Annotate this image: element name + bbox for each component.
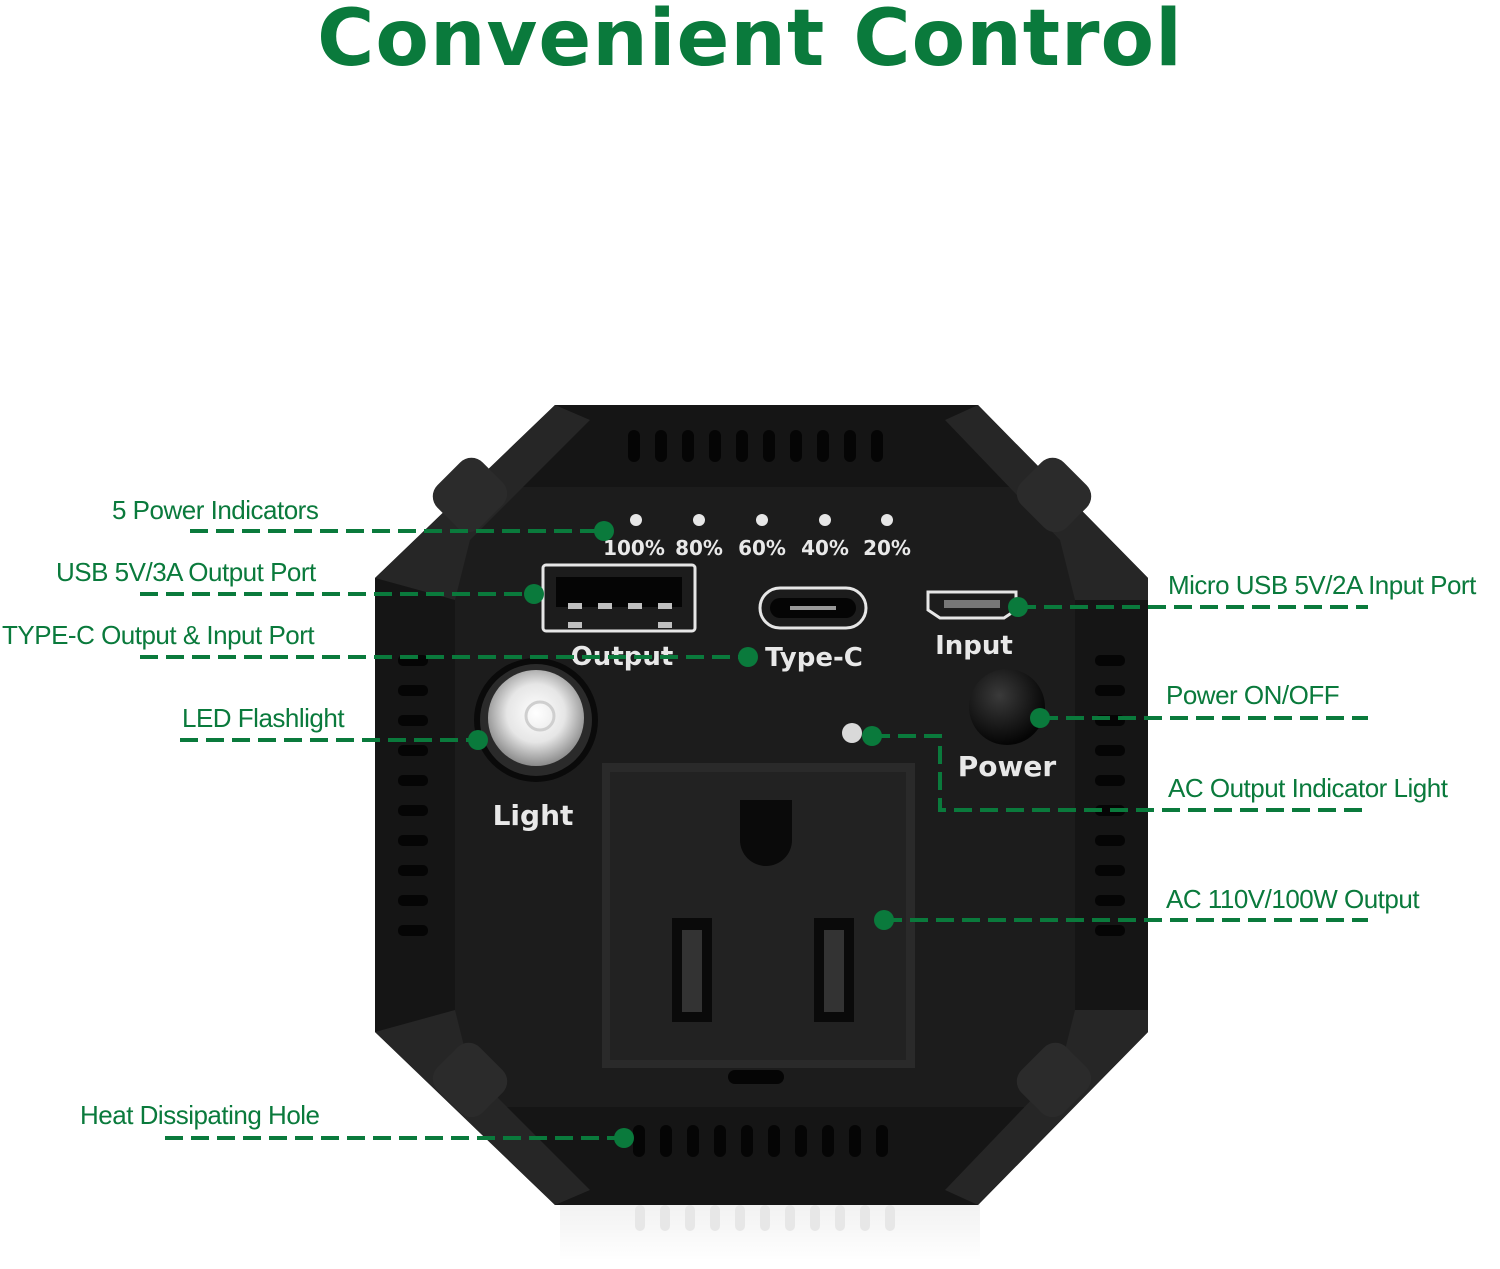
flashlight-lens: [474, 658, 598, 782]
bottom-vents: [633, 1125, 888, 1157]
callout-flashlight: LED Flashlight: [182, 703, 345, 733]
light-label: Light: [493, 799, 574, 832]
callout-dots: [468, 521, 1050, 1148]
indicator-60: 60%: [738, 536, 786, 560]
ac-outlet: [602, 763, 915, 1084]
typec-port-label: Type-C: [765, 643, 863, 673]
usb-a-port: [541, 563, 697, 633]
top-vents: [628, 430, 883, 462]
floor-reflection: [560, 1200, 980, 1260]
callout-power-indicators: 5 Power Indicators: [112, 495, 319, 525]
callout-power-switch: Power ON/OFF: [1166, 680, 1340, 710]
ac-indicator-led: [842, 723, 862, 743]
indicator-40: 40%: [801, 536, 849, 560]
indicator-20: 20%: [863, 536, 911, 560]
page-title: Convenient Control: [317, 0, 1183, 84]
indicator-80: 80%: [675, 536, 723, 560]
type-c-port: [758, 586, 868, 630]
right-side-vents: [1095, 655, 1125, 936]
power-label: Power: [958, 750, 1057, 783]
callout-micro-usb: Micro USB 5V/2A Input Port: [1168, 570, 1476, 600]
power-button: [969, 669, 1045, 745]
callout-heat-hole: Heat Dissipating Hole: [80, 1100, 320, 1130]
callout-usb-output: USB 5V/3A Output Port: [56, 557, 316, 587]
micro-usb-port: [926, 590, 1018, 620]
callout-ac-indicator: AC Output Indicator Light: [1168, 773, 1448, 803]
battery-led-dots: [630, 514, 893, 526]
callout-ac-output: AC 110V/100W Output: [1166, 884, 1420, 914]
left-side-vents: [398, 655, 428, 936]
callout-typec: TYPE-C Output & Input Port: [2, 620, 315, 650]
indicator-100: 100%: [603, 536, 665, 560]
input-port-label: Input: [935, 631, 1013, 661]
callout-lines: [140, 529, 1368, 1140]
